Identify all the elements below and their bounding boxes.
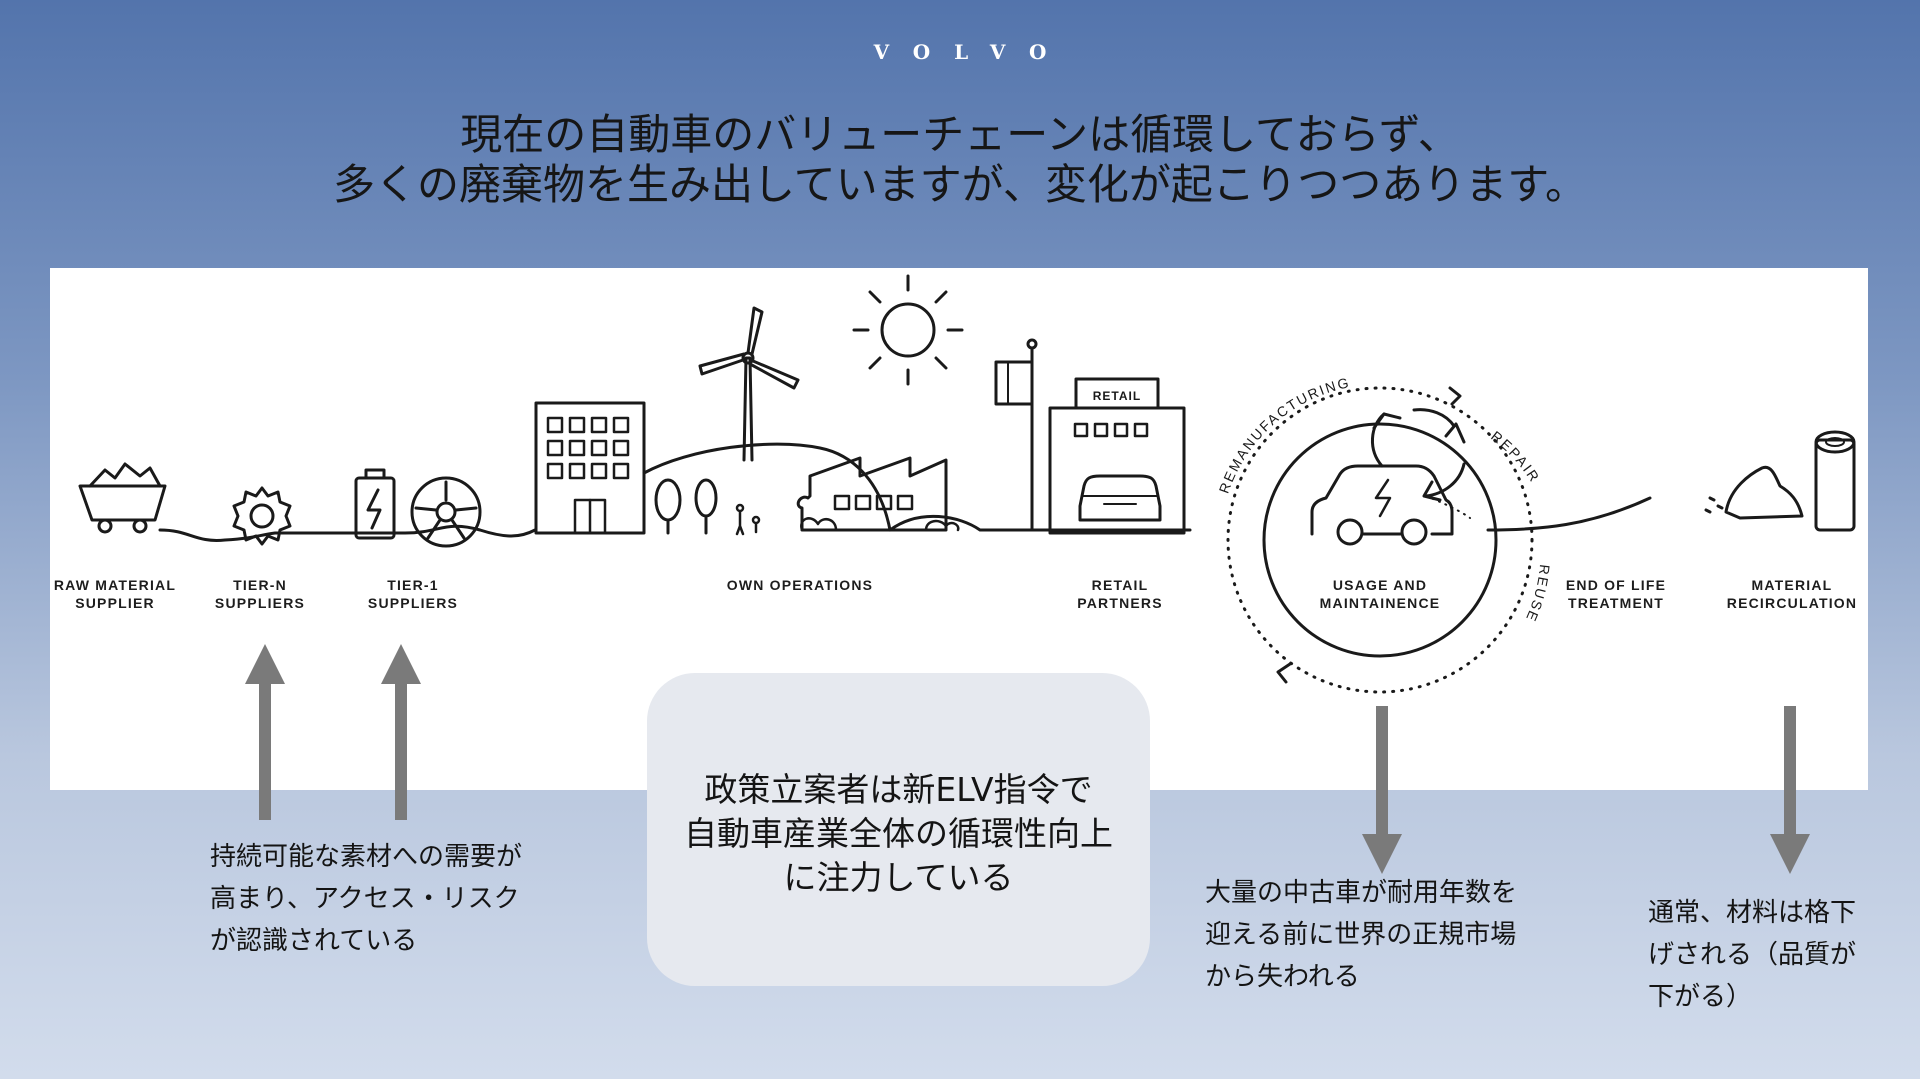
material-pile-icon [1704, 430, 1856, 532]
headline: 現在の自動車のバリューチェーンは循環しておらず、 多くの廃棄物を生み出しています… [0, 110, 1920, 210]
flag-icon [994, 338, 1038, 532]
car-icon [1310, 464, 1454, 546]
stage-label-tier-1-suppliers: TIER-1 SUPPLIERS [367, 577, 459, 611]
stage-label-material-recirculation: MATERIAL RECIRCULATION [1726, 577, 1858, 611]
stage-label-raw-material-supplier: RAW MATERIAL SUPPLIER [53, 577, 177, 611]
headline-line-2: 多くの廃棄物を生み出していますが、変化が起こりつつあります。 [332, 160, 1588, 209]
stage-label-end-of-life-treatment: END OF LIFE TREATMENT [1565, 577, 1667, 611]
note-suppliers: 持続可能な素材への需要が 高まり、アクセス・リスク が認識されている [210, 842, 523, 956]
stage-label-retail-partners: RETAIL PARTNERS [1077, 577, 1163, 611]
ring-label-repair: REPAIR [1488, 428, 1541, 486]
policy-line-1: 政策立案者は新ELV指令で [704, 769, 1093, 809]
stage-label-own-operations: OWN OPERATIONS [726, 577, 874, 593]
volvo-logo: VOLVO [873, 40, 1071, 64]
recycle-arrows-icon [1371, 408, 1471, 519]
value-chain-line [158, 524, 537, 542]
retail-store-icon [1048, 377, 1186, 535]
note-used-cars: 大量の中古車が耐用年数を 迎える前に世界の正規市場 から失われる [1205, 878, 1518, 992]
battery-icon [354, 468, 396, 540]
mine-cart-icon [78, 462, 167, 534]
down-arrow-usage [1362, 706, 1402, 874]
gear-icon [232, 486, 292, 546]
policy-callout: 政策立案者は新ELV指令で 自動車産業全体の循環性向上 に注力している [647, 673, 1150, 986]
stage-label-tier-n-suppliers: TIER-N SUPPLIERS [214, 577, 306, 611]
up-arrow-tier-n [245, 644, 285, 820]
note-materials: 通常、材料は格下 げされる（品質が 下がる） [1648, 898, 1857, 1012]
office-building-icon [534, 401, 646, 535]
wheel-icon [410, 476, 482, 548]
retail-sign-text: RETAIL [1093, 389, 1141, 403]
down-arrow-recirculation [1770, 706, 1810, 874]
up-arrow-tier-1 [381, 644, 421, 820]
policy-line-3: に注力している [783, 857, 1014, 897]
headline-line-1: 現在の自動車のバリューチェーンは循環しておらず、 [460, 110, 1460, 159]
factory-icon [796, 456, 960, 532]
stage-label-usage-and-maintainence: USAGE AND MAINTAINENCE [1319, 577, 1441, 611]
sun-icon [852, 274, 964, 386]
circular-ring [1226, 386, 1534, 694]
wind-turbine-icon [698, 306, 800, 462]
policy-line-2: 自動車産業全体の循環性向上 [684, 813, 1113, 853]
svg-text:REPAIR: REPAIR [1488, 428, 1543, 486]
value-chain-illustration: RETAIL REMANUFACTURING REPAIR REUSE [78, 274, 1856, 694]
people-icon [735, 503, 761, 536]
tree-icon [654, 478, 718, 535]
hill [642, 442, 892, 532]
